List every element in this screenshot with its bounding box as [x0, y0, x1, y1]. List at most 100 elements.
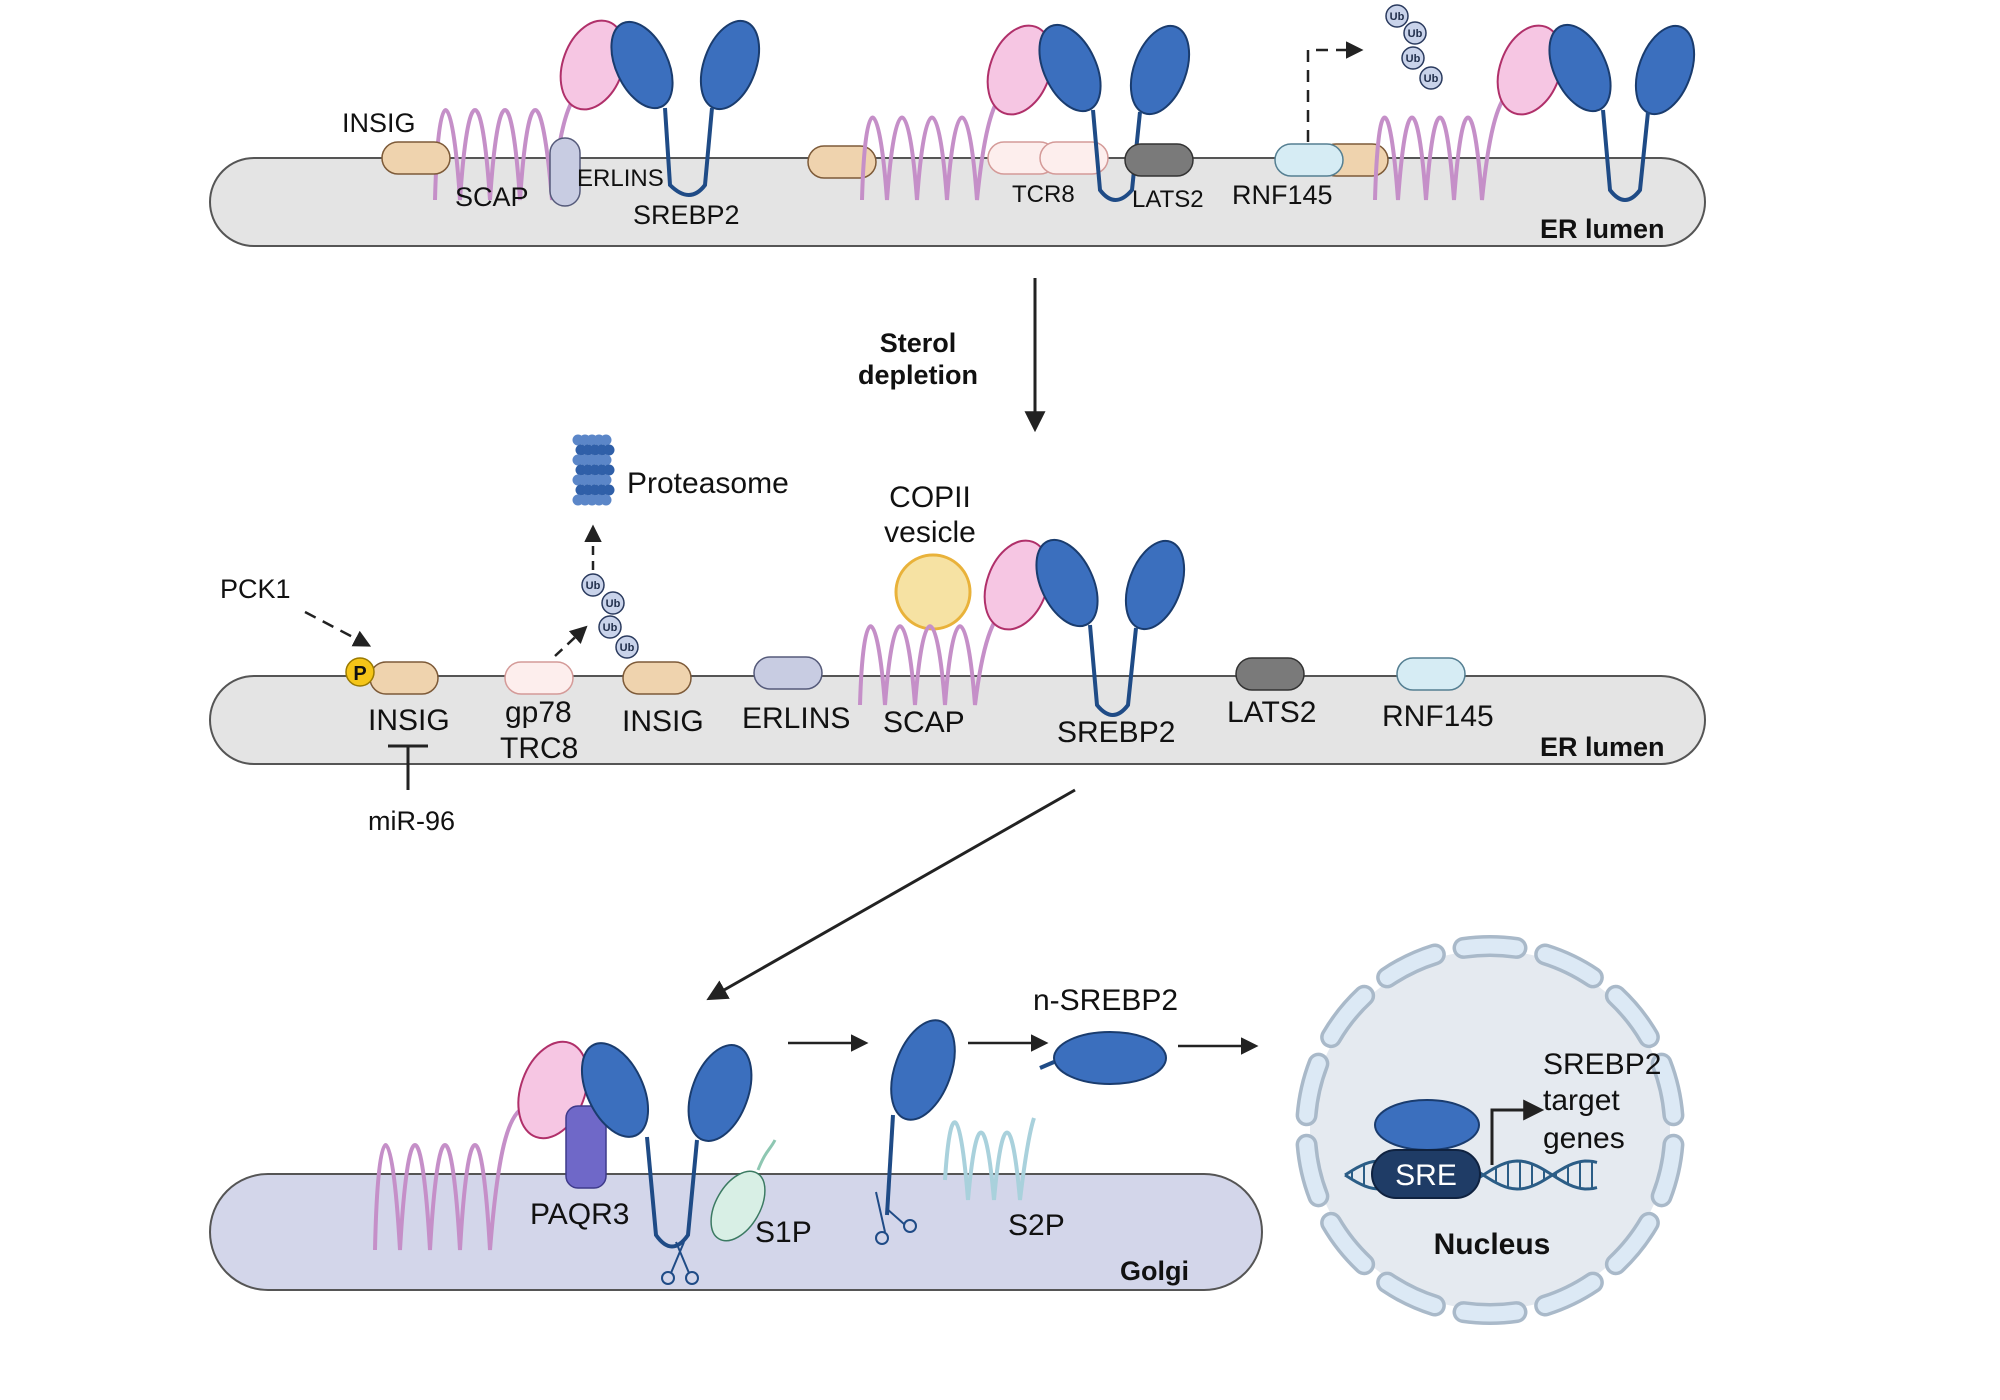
label-srebp2-middle: SREBP2: [1057, 716, 1175, 749]
ubiquitin-chain-top: Ub Ub Ub Ub: [1385, 4, 1443, 90]
scissors-icon: [875, 1191, 917, 1245]
n-srebp2-tail: [1039, 1060, 1055, 1070]
tcr8-top-b: [1039, 141, 1109, 175]
label-sre: SRE: [1395, 1159, 1457, 1192]
srebp2-head-b-2: [1129, 24, 1191, 116]
ubiquitin-icon: Ub: [601, 591, 625, 615]
label-s1p: S1P: [755, 1216, 812, 1249]
label-trc8-middle: TRC8: [500, 732, 578, 765]
proteasome-icon: [572, 434, 615, 506]
scap-coil-golgi: [373, 1108, 522, 1251]
srebp2-head-b-3: [1634, 24, 1696, 116]
svg-text:Ub: Ub: [586, 580, 601, 592]
label-copii-1: COPII: [889, 481, 971, 514]
label-copii-2: vesicle: [884, 516, 976, 549]
paqr3: [565, 1105, 607, 1189]
s1p: [710, 1170, 766, 1242]
label-sterol: Sterol: [880, 328, 957, 358]
srebp2-bound: [1374, 1099, 1480, 1151]
insig-top-1: [381, 141, 451, 175]
label-target-2: target: [1543, 1084, 1620, 1117]
svg-text:P: P: [353, 663, 366, 685]
sterol-depletion-step: Sterol depletion: [858, 278, 1046, 433]
srebp2-cleaved-head: [890, 1019, 956, 1121]
svg-text:Ub: Ub: [603, 622, 618, 634]
compartment-golgi: Golgi: [1120, 1256, 1189, 1286]
srebp2-loop-3: [1601, 109, 1650, 202]
erlins-top-1: [549, 137, 581, 207]
insig-middle-left: [369, 661, 439, 695]
svg-text:Ub: Ub: [1406, 53, 1421, 65]
erlins-middle: [753, 656, 823, 690]
arrow-icon: [706, 788, 1076, 1001]
scap-coil-middle: [858, 608, 1005, 706]
ub-signal-arrow-top: [1306, 41, 1364, 142]
ubiquitin-icon: Ub: [1385, 4, 1409, 28]
panel-golgi: PAQR3 S1P S2P Golgi n-SREBP2: [209, 984, 1263, 1291]
label-depletion: depletion: [858, 360, 978, 390]
label-rnf145-top: RNF145: [1232, 180, 1333, 210]
ubiquitin-icon: Ub: [1419, 66, 1443, 90]
label-paqr3: PAQR3: [530, 1198, 629, 1231]
insig-middle-right: [622, 661, 692, 695]
scap-coil-3: [1373, 88, 1512, 201]
scissors-icon: [661, 1241, 699, 1285]
lats2-middle: [1235, 657, 1305, 691]
label-lats2-top: LATS2: [1132, 186, 1204, 213]
srebp2-head-a-golgi: [580, 1042, 650, 1138]
srebp2-head-b-middle: [1124, 539, 1186, 631]
label-mir96: miR-96: [368, 806, 455, 836]
svg-text:Ub: Ub: [1390, 11, 1405, 23]
label-n-srebp2: n-SREBP2: [1033, 984, 1178, 1017]
ubiquitin-icon: Ub: [598, 615, 622, 639]
phosphate-icon: P: [345, 657, 375, 687]
srebp2-head-a-3: [1548, 23, 1612, 113]
srebp2-loop-2: [1091, 109, 1142, 202]
label-target-3: genes: [1543, 1122, 1625, 1155]
label-tcr8-top: TCR8: [1012, 181, 1075, 208]
srebp2-head-a-1: [610, 20, 674, 110]
insig-top-2: [807, 145, 877, 179]
pck1-arrow: [304, 610, 372, 647]
ubiquitin-chain-middle: Ub Ub Ub Ub: [581, 573, 639, 659]
label-target-1: SREBP2: [1543, 1048, 1661, 1081]
label-pck1: PCK1: [220, 574, 291, 604]
trc8-middle: [504, 661, 574, 695]
label-insig-middle-left: INSIG: [368, 704, 450, 737]
panel-er-top: INSIG SCAP ERLINS SREBP2 TCR8 LATS2 Ub U…: [209, 4, 1706, 247]
ubiquitin-icon: Ub: [615, 635, 639, 659]
er-membrane-middle: [209, 675, 1706, 765]
compartment-er-lumen-top: ER lumen: [1540, 214, 1665, 244]
label-erlins-top: ERLINS: [577, 165, 664, 192]
copii-vesicle: [894, 553, 972, 631]
er-membrane-top: [209, 157, 1706, 247]
label-s2p: S2P: [1008, 1209, 1065, 1242]
inhibition-icon: [388, 744, 428, 790]
ubiquitin-icon: Ub: [1401, 46, 1425, 70]
label-scap-top: SCAP: [455, 182, 529, 212]
lats2-top: [1124, 143, 1194, 177]
label-insig-middle-right: INSIG: [622, 705, 704, 738]
label-proteasome: Proteasome: [627, 467, 789, 500]
nucleus-body: [1310, 950, 1670, 1310]
s1p-tail: [756, 1139, 777, 1171]
svg-text:Ub: Ub: [1408, 28, 1423, 40]
panel-er-middle: PCK1 P INSIG miR-96 gp78 TRC8 Ub Ub Ub U…: [209, 434, 1706, 836]
srebp2-loop-1: [663, 107, 714, 197]
rnf145-top: [1274, 143, 1344, 177]
srebp2-cleaved-tail: [885, 1114, 895, 1216]
label-rnf145-middle: RNF145: [1382, 700, 1494, 733]
ubiquitin-icon: Ub: [1403, 21, 1427, 45]
nuclear-envelope: [1295, 935, 1685, 1325]
srebp2-head-a-middle: [1035, 538, 1099, 628]
rnf145-middle: [1396, 657, 1466, 691]
srebp2-loop-golgi: [645, 1136, 699, 1249]
transcription-arrow: [1490, 1099, 1545, 1165]
ub-arrow-middle: [554, 625, 588, 657]
svg-text:Ub: Ub: [620, 642, 635, 654]
compartment-er-lumen-middle: ER lumen: [1540, 732, 1665, 762]
srebp2-head-b-golgi: [687, 1044, 753, 1142]
label-nucleus: Nucleus: [1434, 1228, 1551, 1261]
